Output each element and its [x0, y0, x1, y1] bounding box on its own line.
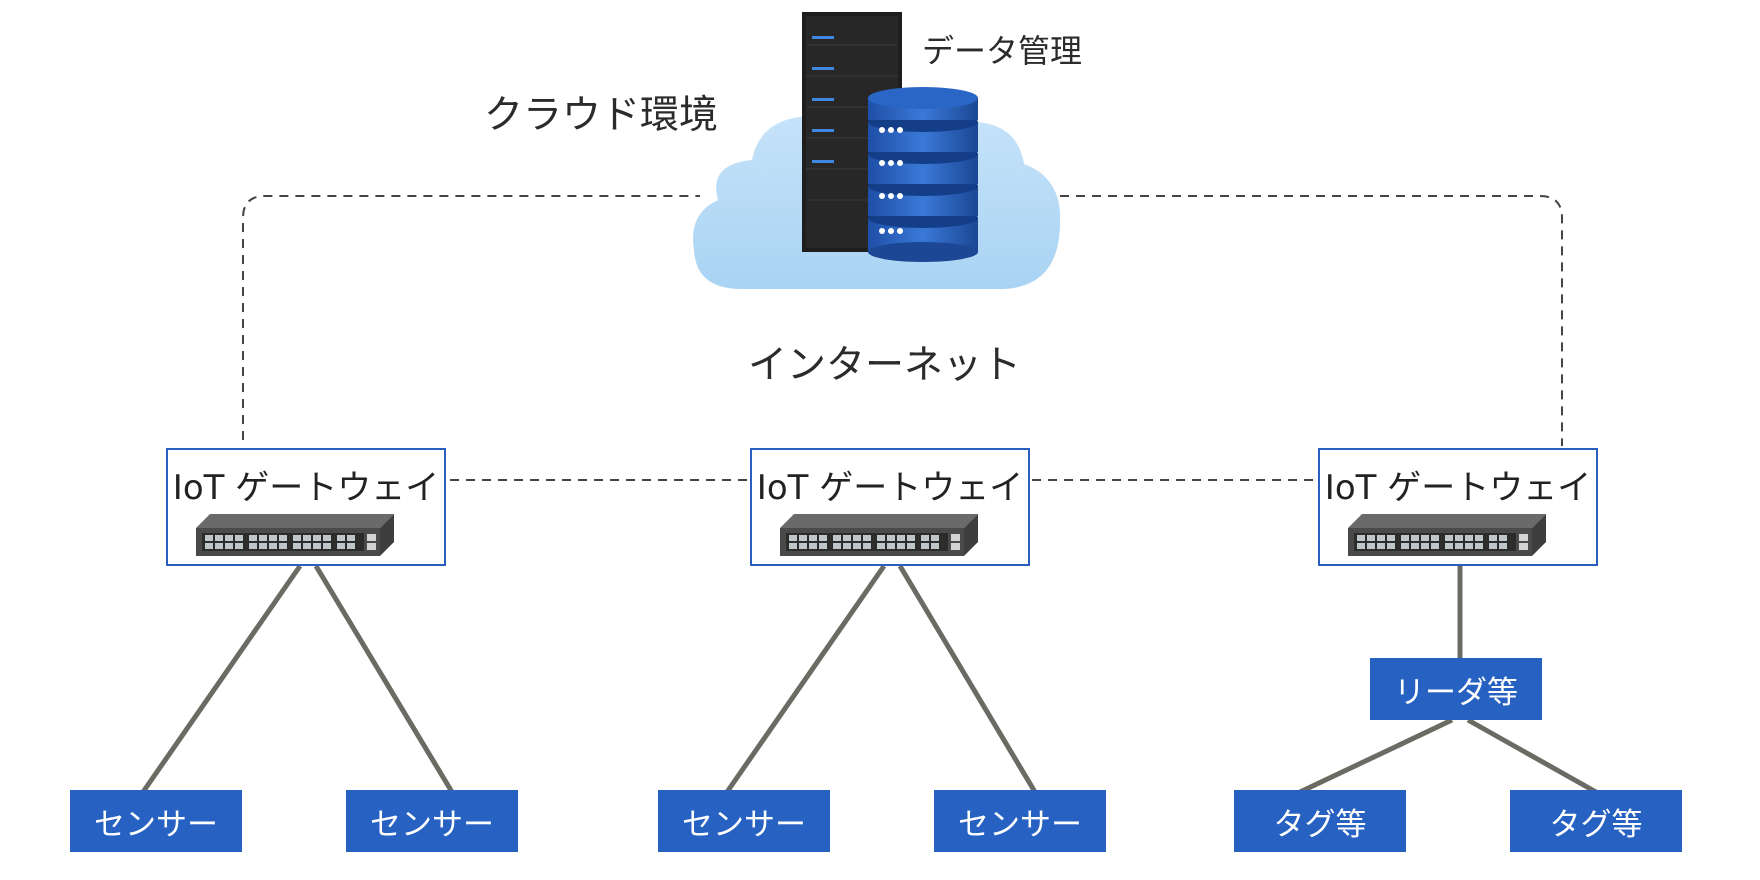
- tag-box-1: タグ等: [1234, 790, 1406, 852]
- network-switch-icon: [780, 514, 978, 556]
- internet-label: インターネット: [748, 343, 1022, 388]
- gateway-title: IoT ゲートウェイ: [172, 468, 440, 508]
- sensor-box-1: センサー: [70, 790, 242, 852]
- gateway-title: IoT ゲートウェイ: [756, 468, 1024, 508]
- internet-dashed-links: [242, 195, 1563, 481]
- reader-box: リーダ等: [1370, 658, 1542, 720]
- iot-gateway-1: IoT ゲートウェイ: [166, 448, 446, 566]
- gateway-title: IoT ゲートウェイ: [1324, 468, 1592, 508]
- device-links: [140, 564, 1598, 795]
- tag-box-2: タグ等: [1510, 790, 1682, 852]
- data-management-label: データ管理: [922, 32, 1083, 70]
- sensor-box-2: センサー: [346, 790, 518, 852]
- sensor-box-3: センサー: [658, 790, 830, 852]
- sensor-box-4: センサー: [934, 790, 1106, 852]
- network-switch-icon: [196, 514, 394, 556]
- network-switch-icon: [1348, 514, 1546, 556]
- iot-gateway-3: IoT ゲートウェイ: [1318, 448, 1598, 566]
- iot-gateway-2: IoT ゲートウェイ: [750, 448, 1030, 566]
- database-icon: [868, 87, 978, 262]
- cloud-environment-label: クラウド環境: [484, 93, 719, 138]
